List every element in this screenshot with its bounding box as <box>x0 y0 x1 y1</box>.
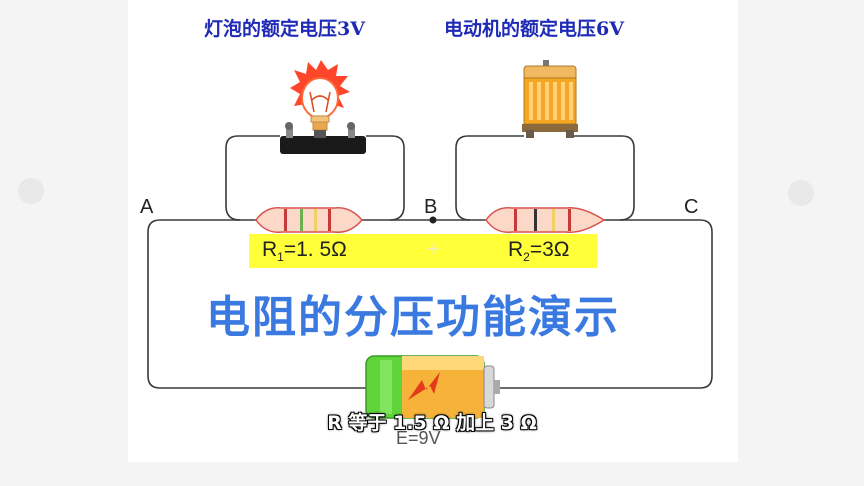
lamp-branch-wire <box>225 135 405 221</box>
motor-icon <box>522 60 578 138</box>
node-c-label: C <box>684 196 699 218</box>
light-bulb-icon <box>280 60 366 154</box>
plus-sign: + <box>427 236 440 261</box>
battery-icon <box>365 355 500 419</box>
r1-label: R1=1. 5Ω <box>262 238 347 264</box>
r2-value: =3Ω <box>529 238 570 261</box>
r2-label: R2=3Ω <box>508 238 570 264</box>
node-b-label: B <box>424 196 438 218</box>
left-edge-blob <box>18 178 44 204</box>
lamp-rating-title: 灯泡的额定电压3V <box>204 18 365 40</box>
resistor-label-band <box>249 234 597 268</box>
video-subtitle: R 等于 1.5 Ω 加上 3 Ω <box>327 412 537 434</box>
r2-symbol: R <box>508 238 524 261</box>
motor-rating-title: 电动机的额定电压6V <box>444 18 624 40</box>
resistor-r2-icon <box>485 207 606 233</box>
node-a-label: A <box>140 196 154 218</box>
resistor-r1-icon <box>255 207 363 233</box>
r2-subscript: 2 <box>523 250 530 265</box>
r1-value: =1. 5Ω <box>283 238 347 261</box>
main-title: 电阻的分压功能演示 <box>206 292 620 343</box>
right-edge-blob <box>788 180 814 206</box>
node-b-dot <box>429 216 437 224</box>
battery-emf-label: E=9V <box>396 428 441 448</box>
motor-branch-wire <box>455 135 635 221</box>
r1-subscript: 1 <box>277 250 284 265</box>
r1-symbol: R <box>262 238 278 261</box>
